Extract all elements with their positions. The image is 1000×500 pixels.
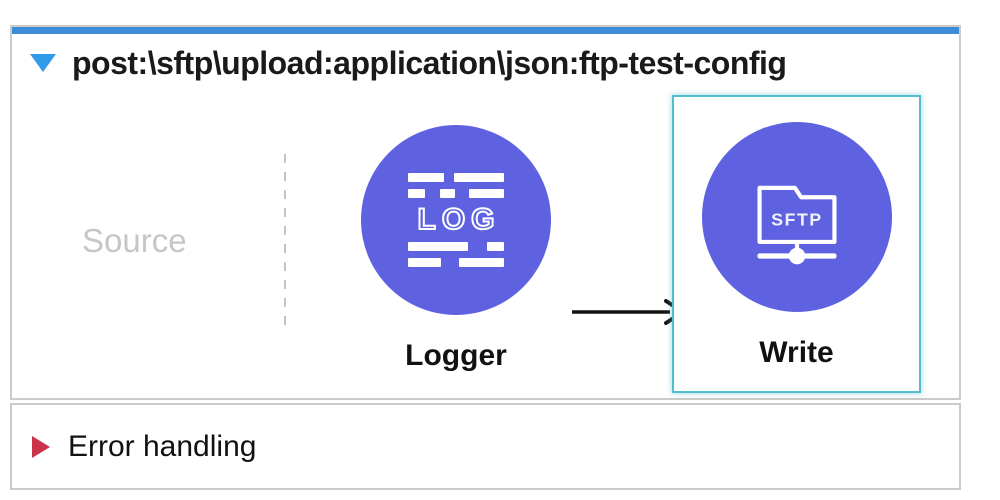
flow-container: post:\sftp\upload:application\json:ftp-t…	[10, 25, 961, 400]
sftp-icon-text: SFTP	[771, 209, 822, 229]
flow-title: post:\sftp\upload:application\json:ftp-t…	[72, 44, 787, 81]
flow-accent-bar	[12, 27, 959, 34]
write-circle[interactable]: SFTP	[701, 122, 892, 312]
collapse-flow-icon[interactable]	[30, 54, 56, 72]
flow-canvas: Source LOG	[12, 92, 959, 398]
expand-error-handling-icon[interactable]	[32, 435, 50, 458]
error-handling-section[interactable]: Error handling	[10, 403, 961, 490]
logger-icon: LOG	[408, 173, 504, 267]
write-label: Write	[759, 336, 834, 369]
flow-header: post:\sftp\upload:application\json:ftp-t…	[12, 34, 959, 92]
write-component-selection-box[interactable]: SFTP Write	[672, 95, 921, 393]
error-handling-label: Error handling	[68, 429, 257, 463]
source-divider	[284, 154, 286, 332]
connector-arrow-icon	[572, 299, 685, 325]
sftp-folder-network-icon: SFTP	[756, 185, 837, 265]
logger-circle[interactable]: LOG	[361, 125, 551, 315]
logger-component[interactable]: LOG Logger	[360, 125, 552, 373]
logger-label: Logger	[405, 339, 507, 372]
source-placeholder-label: Source	[82, 222, 187, 259]
logger-icon-text: LOG	[417, 203, 501, 236]
